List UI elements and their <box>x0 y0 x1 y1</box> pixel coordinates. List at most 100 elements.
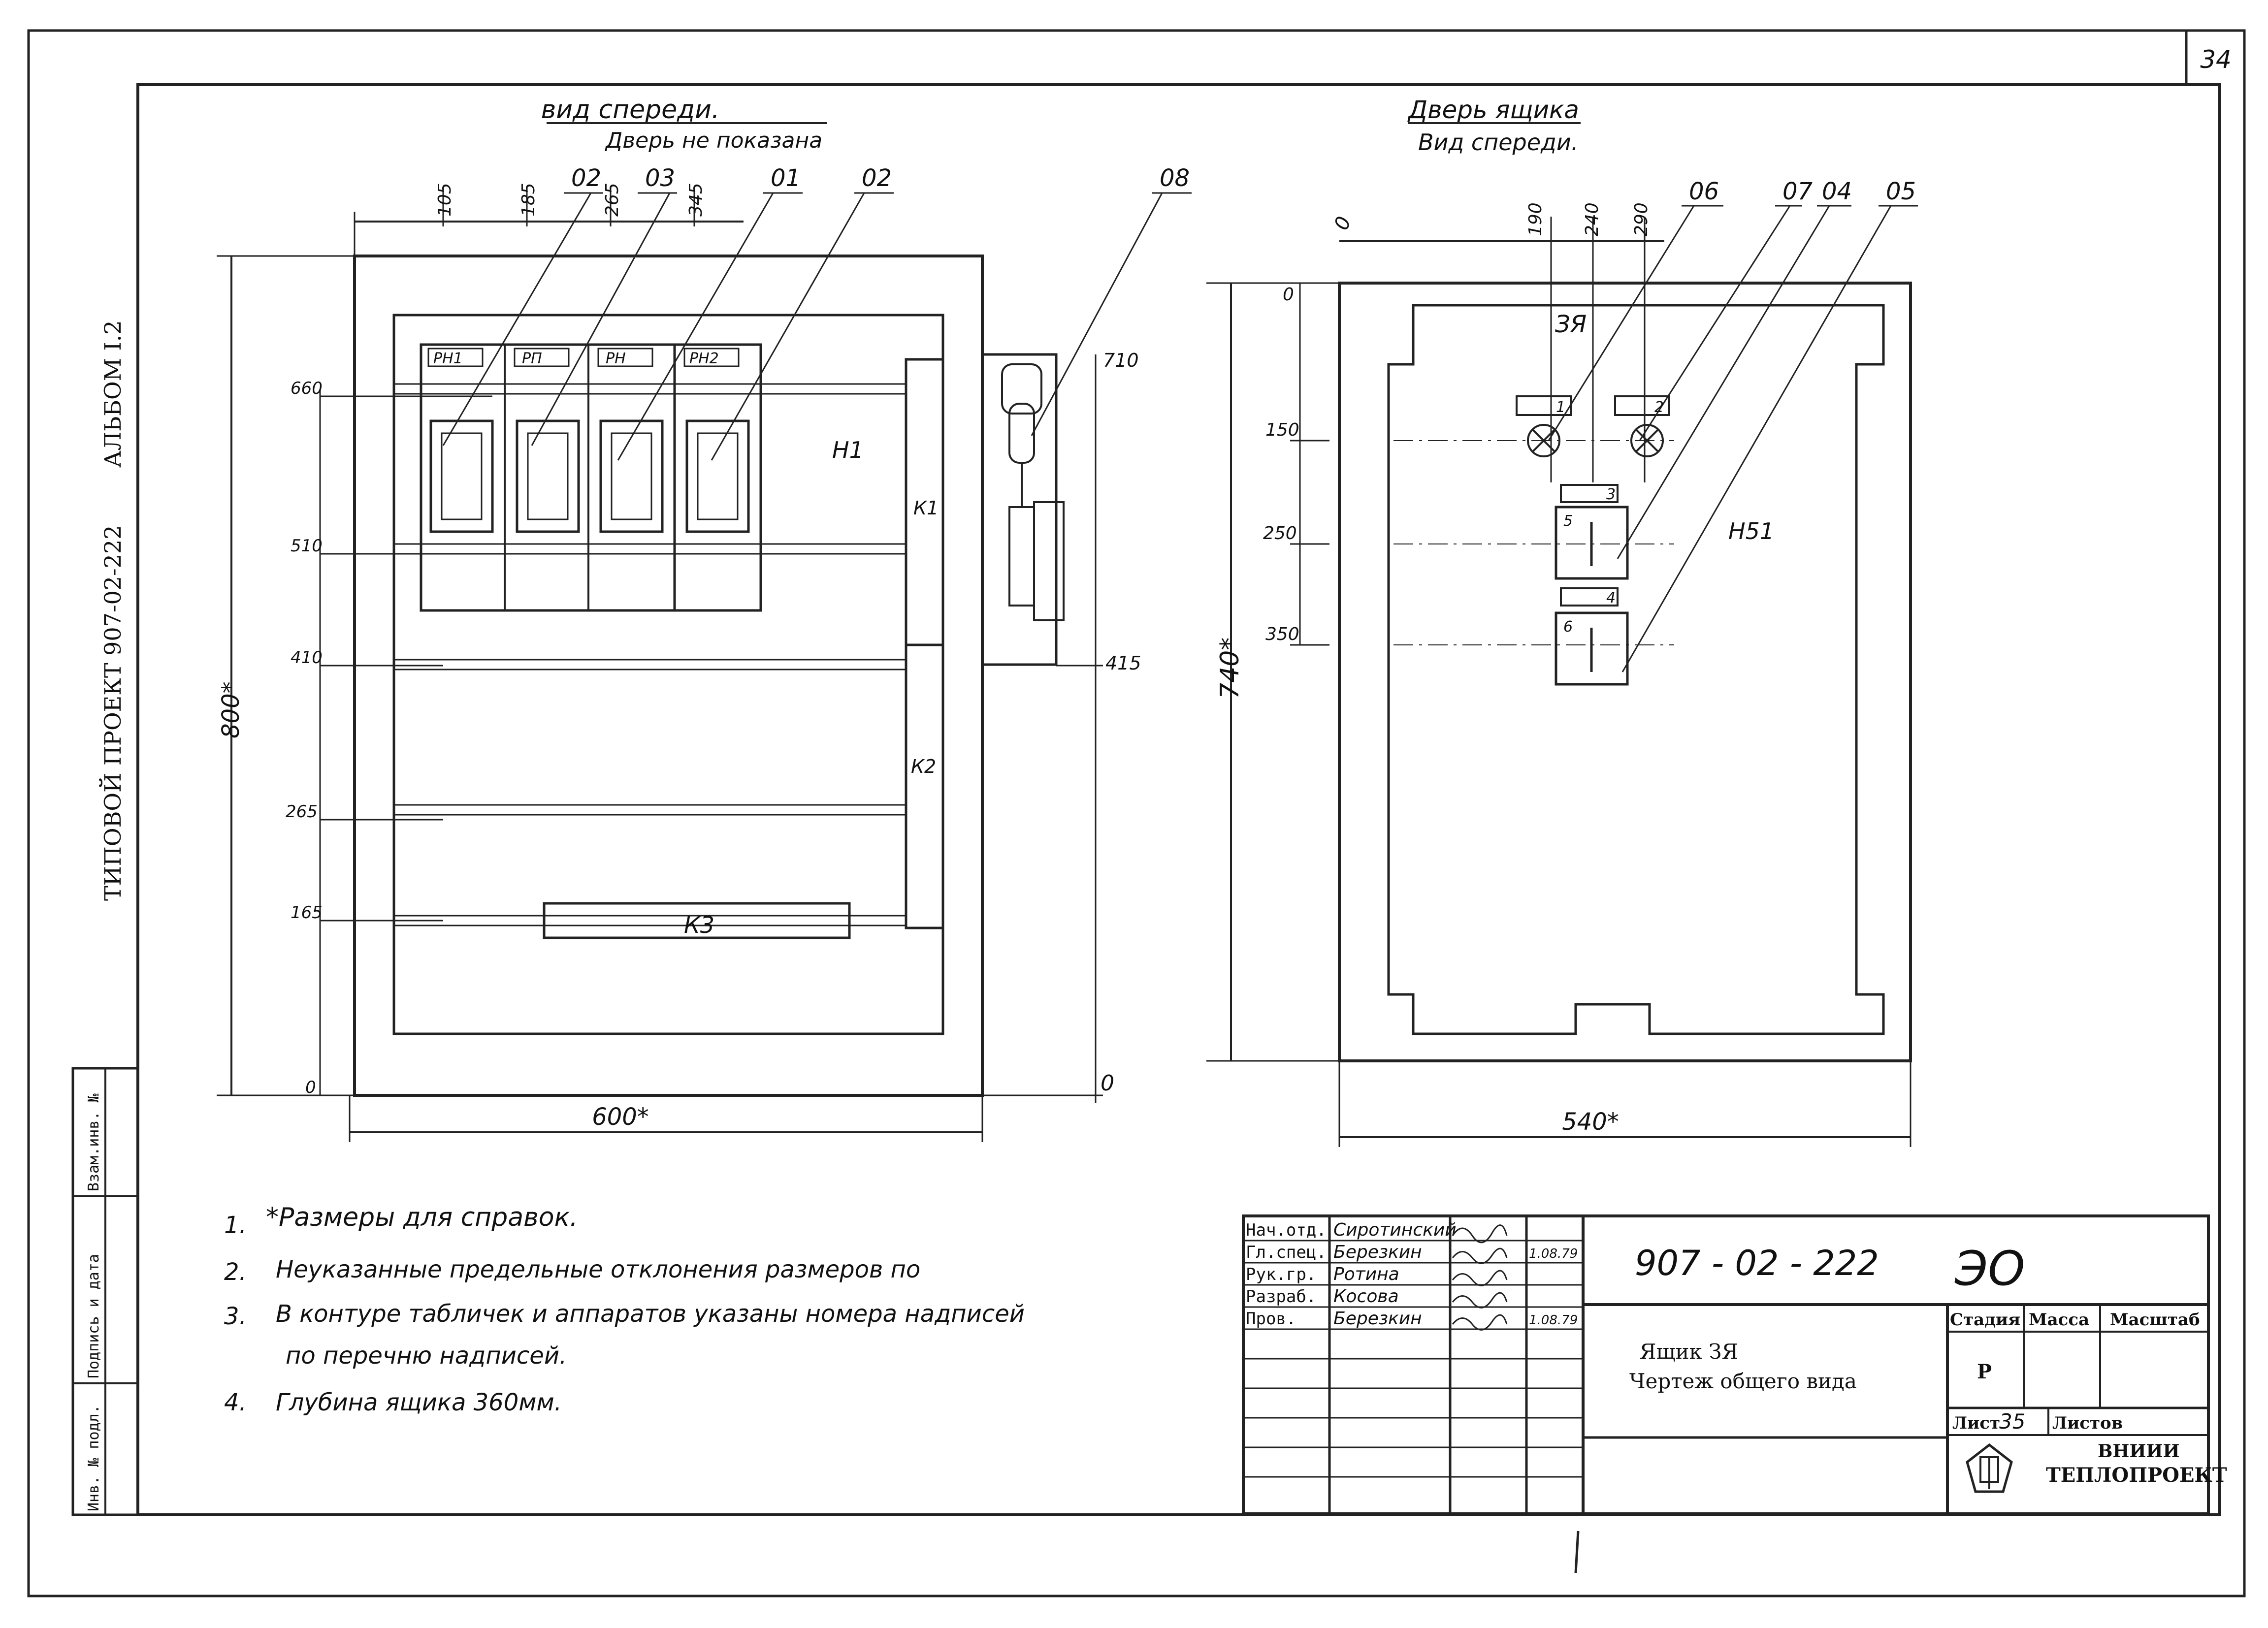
plate-5: 5 <box>1563 512 1573 530</box>
front-view-title: вид спереди. <box>541 95 720 125</box>
relay-label-rp: РП <box>522 350 542 367</box>
sheets-label: Листов <box>2052 1413 2123 1433</box>
door-inner-contour <box>1387 304 1885 1035</box>
front-right-dim-415: 415 <box>1105 652 1141 674</box>
cable-duct-k2 <box>905 643 944 929</box>
doc-code: ЭО <box>1954 1241 2025 1296</box>
door-top-dim-190: 190 <box>1525 202 1546 236</box>
note-3-cont: по перечню надписей. <box>286 1342 567 1370</box>
signature-4 <box>1452 1292 1508 1309</box>
date-2: 1.08.79 <box>1529 1246 1578 1261</box>
terminal-block-k3 <box>543 902 851 939</box>
col-stage: Стадия <box>1950 1310 2020 1330</box>
front-dim-510: 510 <box>291 536 323 556</box>
callout-05: 05 <box>1886 178 1916 205</box>
stray-mark <box>1574 1531 1580 1573</box>
plate-6: 6 <box>1563 618 1573 636</box>
doc-number: 907 - 02 - 222 <box>1635 1243 1879 1283</box>
note-2-num: 2. <box>224 1258 247 1286</box>
front-top-dim-4: 345 <box>686 183 706 217</box>
front-dim-660: 660 <box>291 379 323 398</box>
side-stamp: АЛЬБОМ I.2 ТИПОВОЙ ПРОЕКТ 907-02-222 Инв… <box>71 320 139 1516</box>
plate-3: 3 <box>1606 486 1616 503</box>
relay-label-rn: РН <box>606 350 626 367</box>
project-label: ТИПОВОЙ ПРОЕКТ 907-02-222 <box>98 525 126 901</box>
front-top-dim-1: 105 <box>435 183 455 217</box>
org-line-1: ВНИИИ <box>2098 1441 2179 1462</box>
door-box-label: ЗЯ <box>1555 311 1587 338</box>
door-top-dim-290: 290 <box>1631 202 1652 236</box>
door-outer <box>1338 282 1912 1062</box>
plate-1: 1 <box>1556 399 1565 416</box>
relay-label-rn1: РН1 <box>433 350 463 367</box>
label-h1: Н1 <box>832 437 864 463</box>
label-k2: К2 <box>911 756 936 777</box>
label-k3: К3 <box>684 912 714 938</box>
front-dim-410: 410 <box>291 648 323 668</box>
front-view-subtitle: Дверь не показана <box>605 128 822 153</box>
date-5: 1.08.79 <box>1529 1313 1578 1328</box>
door-dim-0: 0 <box>1283 285 1294 305</box>
role-1: Нач.отд. <box>1246 1220 1327 1240</box>
name-3: Ротина <box>1333 1264 1399 1284</box>
door-top-dim-240: 240 <box>1582 202 1602 236</box>
name-4: Косова <box>1333 1286 1399 1307</box>
outer-frame <box>27 29 2246 1597</box>
callout-07: 07 <box>1782 178 1813 205</box>
front-right-dim-0: 0 <box>1101 1071 1114 1096</box>
stamp-cell-inv: Инв. № подл. <box>85 1405 102 1511</box>
door-zero-top: 0 <box>1330 214 1356 233</box>
cabinet-body <box>353 255 984 1097</box>
front-top-dim-3: 265 <box>602 183 622 217</box>
sheet-label: Лист <box>1952 1413 2000 1433</box>
callout-08: 08 <box>1160 164 1190 192</box>
role-2: Гл.спец. <box>1246 1243 1327 1262</box>
door-height: 740* <box>1215 638 1245 699</box>
door-view: Дверь ящика Вид спереди. 0 190 240 290 0… <box>1206 96 1918 1147</box>
col-scale: Масштаб <box>2110 1310 2200 1330</box>
note-4-text: Глубина ящика 360мм. <box>276 1389 562 1416</box>
callout-03: 03 <box>645 164 675 192</box>
org-logo-icon <box>1966 1443 2013 1493</box>
front-height: 800* <box>217 681 245 738</box>
label-k1: К1 <box>913 497 939 519</box>
front-top-dim-2: 185 <box>518 183 539 217</box>
name-1: Сиротинский <box>1333 1220 1457 1240</box>
door-view-subtitle: Вид спереди. <box>1418 129 1578 156</box>
relay-label-rn2: РН2 <box>689 350 719 367</box>
callout-02-b: 02 <box>862 164 892 192</box>
front-width: 600* <box>592 1103 649 1131</box>
callout-01: 01 <box>771 164 801 192</box>
stamp-cell-sign: Подпись и дата <box>85 1254 102 1378</box>
switch-5 <box>1555 506 1629 580</box>
front-dim-165: 165 <box>291 903 323 923</box>
role-5: Пров. <box>1246 1309 1296 1329</box>
callout-02-a: 02 <box>571 164 601 192</box>
door-width: 540* <box>1562 1108 1619 1136</box>
callout-06: 06 <box>1689 178 1719 205</box>
switch-handle <box>981 353 1058 666</box>
door-view-title: Дверь ящика <box>1407 96 1579 124</box>
front-right-dim-710: 710 <box>1103 350 1139 371</box>
inner-frame <box>136 83 2221 1516</box>
door-dim-250: 250 <box>1263 523 1297 543</box>
front-view: вид спереди. Дверь не показана 105 185 2… <box>217 95 1192 1142</box>
plate-2: 2 <box>1654 399 1664 416</box>
album-label: АЛЬБОМ I.2 <box>99 320 126 468</box>
signature-5 <box>1452 1314 1508 1331</box>
org-line-2: ТЕПЛОПРОЕКТ <box>2046 1464 2227 1487</box>
name-5: Березкин <box>1333 1309 1422 1329</box>
signature-1 <box>1452 1224 1508 1244</box>
title-block: Нач.отд. Гл.спец. Рук.гр. Разраб. Пров. … <box>1242 1214 2227 1515</box>
note-3-num: 3. <box>224 1303 247 1330</box>
stage-value: Р <box>1977 1360 1992 1383</box>
title-line-1: Ящик ЗЯ <box>1640 1340 1739 1364</box>
notes: 1. *Размеры для справок. 2. Неуказанные … <box>224 1203 1025 1416</box>
signature-2 <box>1452 1247 1508 1264</box>
door-dim-350: 350 <box>1265 624 1299 644</box>
switch-6 <box>1555 611 1629 686</box>
sheet-value: 35 <box>1999 1409 2025 1434</box>
note-2-text: Неуказанные предельные отклонения размер… <box>276 1256 920 1283</box>
role-4: Разраб. <box>1246 1287 1316 1307</box>
